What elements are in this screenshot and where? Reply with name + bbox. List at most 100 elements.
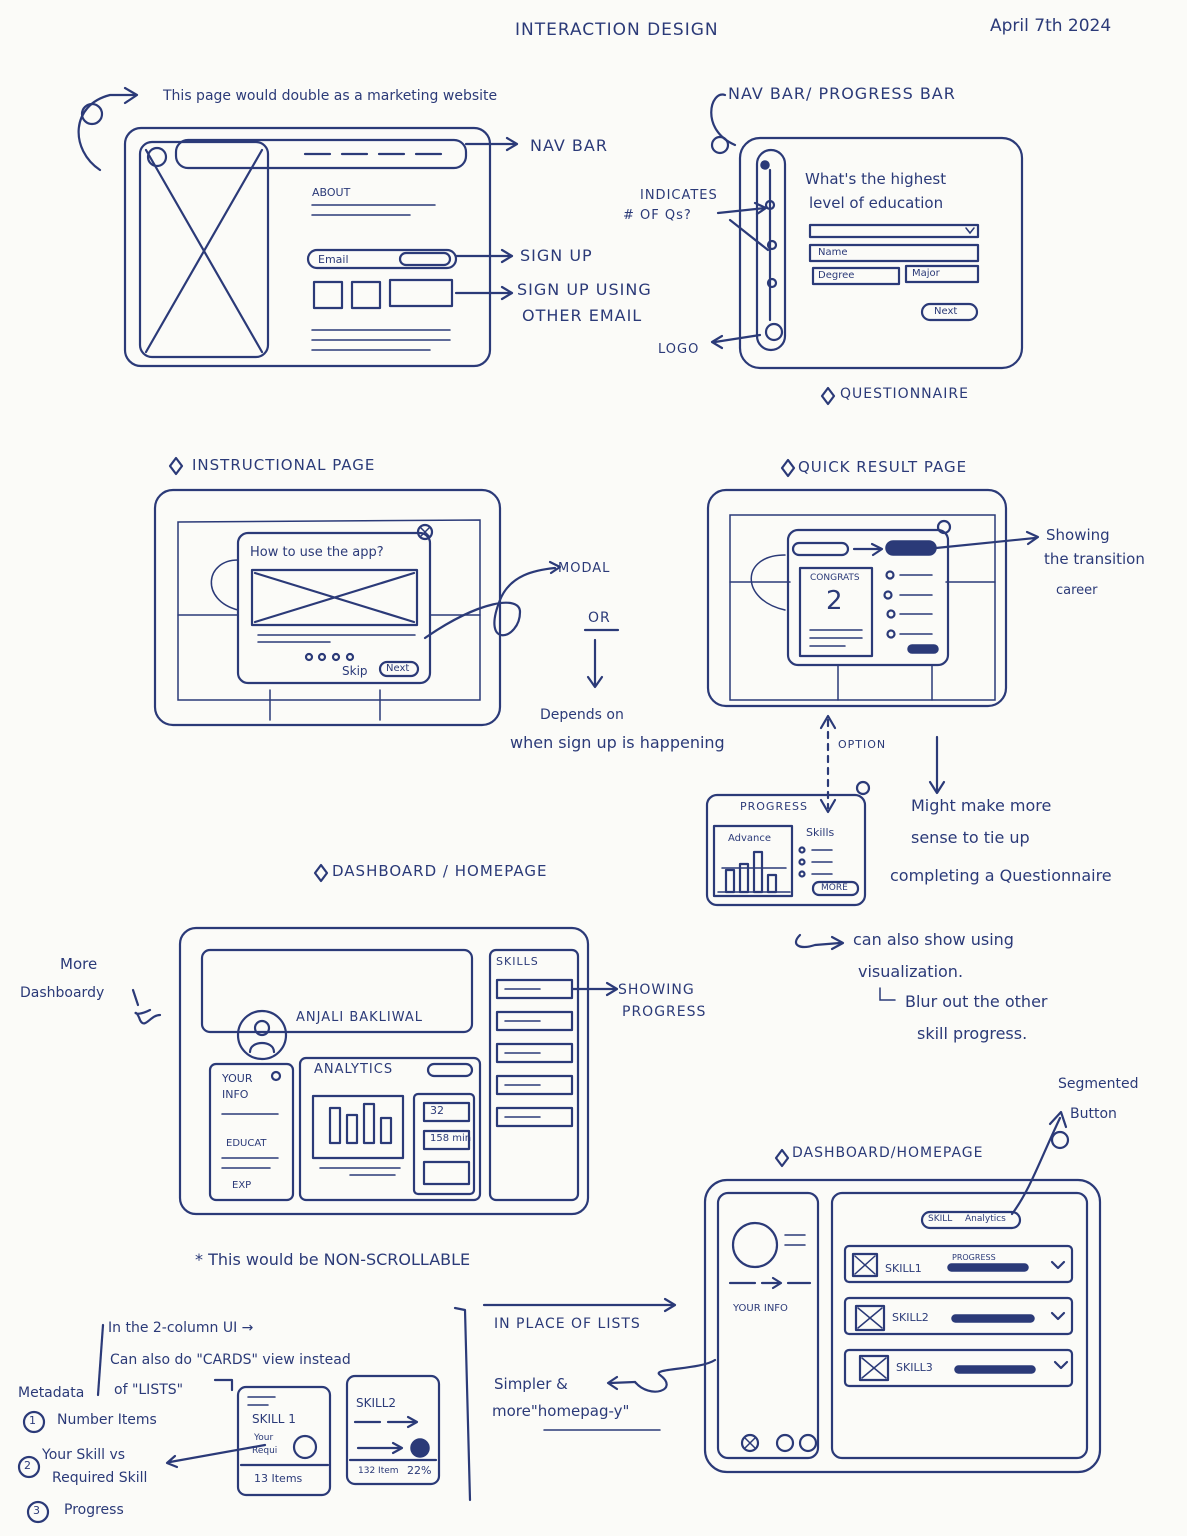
questionnaire-annotations [710,93,836,406]
modal-title: How to use the app? [250,545,384,560]
viz-line1: can also show using [853,930,1014,949]
non-scrollable-note: * This would be NON-SCROLLABLE [195,1250,471,1269]
card2-pct: 22% [407,1464,432,1477]
dashboard2-wireframe [482,1110,1102,1474]
might-line2: sense to tie up [911,828,1030,847]
viz-line2: visualization. [858,962,964,981]
major-field-label: Major [912,268,940,279]
skill1-label: SKILL1 [885,1262,922,1275]
questionnaire-label: QUESTIONNAIRE [840,386,969,402]
showing-line2: the transition [1044,550,1145,568]
simpler-line1: Simpler & [494,1375,568,1393]
marketing-wireframe [123,126,492,368]
nav-bar-label: NAV BAR [530,136,608,155]
dashboard1-wireframe [131,863,619,1216]
skill2-label: SKILL2 [892,1311,929,1324]
showing-line3: career [1056,583,1098,598]
instructional-wireframe [153,488,502,727]
advance-label: Advance [728,833,772,844]
metadata-item-2a: Your Skill vs [42,1447,126,1463]
modal-next-label: Next [386,663,410,674]
might-line1: Might make more [911,796,1052,815]
showing-line1: Showing [1046,526,1110,544]
skills-label: Skills [806,826,835,839]
about-label: ABOUT [312,186,351,199]
question-line2: level of education [809,194,944,212]
metadata-item-1: Number Items [57,1412,157,1428]
indicates-line1: INDICATES [640,188,718,203]
metadata-num-1: 1 [29,1414,36,1427]
your-info-line1: YOUR [222,1072,253,1085]
might-line3: completing a Questionnaire [890,866,1112,885]
sign-up-other-line2: OTHER EMAIL [522,306,643,325]
modal-label: MODAL [558,561,611,576]
seg-analytics-label: Analytics [965,1214,1006,1224]
questionnaire-wireframe [738,136,1024,370]
next-button-label: Next [934,306,958,317]
nav-progress-title: NAV BAR/ PROGRESS BAR [728,84,956,103]
dashboard2-label: DASHBOARD/HOMEPAGE [792,1145,984,1161]
cards-wireframe [17,1306,472,1524]
card1-title: SKILL 1 [252,1412,296,1426]
dashboard1-label: DASHBOARD / HOMEPAGE [332,862,548,880]
metadata-item-3: Progress [64,1502,124,1518]
segmented-line1: Segmented [1058,1076,1139,1092]
educat-label: EDUCAT [226,1138,267,1149]
seg-skill-label: SKILL [928,1214,953,1224]
skills-panel-title: SKILLS [496,955,539,968]
question-line1: What's the highest [805,170,947,188]
logo-label: LOGO [658,342,700,357]
progress-label: PROGRESS [952,1253,996,1262]
cards-note-line3: of "LISTS" [114,1382,184,1398]
metadata-num-2: 2 [24,1459,31,1472]
showing-progress-line1: SHOWING [618,982,695,998]
name-field-label: Name [818,247,848,258]
instructional-annotations [168,456,620,689]
skip-label: Skip [342,664,368,678]
analytics-title: ANALYTICS [314,1062,394,1077]
sign-up-label: SIGN UP [520,246,593,265]
degree-field-label: Degree [818,270,855,281]
card1-your: Your [254,1433,274,1443]
page-title: INTERACTION DESIGN [515,20,719,40]
profile-name: ANJALI BAKLIWAL [296,1010,424,1025]
more-dashboardy-line1: More [60,955,98,973]
option-label: OPTION [838,738,887,751]
instructional-label: INSTRUCTIONAL PAGE [192,456,376,474]
exp-label: EXP [232,1180,252,1191]
card1-req: Requi [252,1446,278,1456]
card2-items: 132 Item [358,1466,399,1476]
metadata-label: Metadata [18,1385,85,1401]
marketing-note: This page would double as a marketing we… [163,88,498,104]
viz-line4: skill progress. [917,1024,1028,1043]
marketing-annotations [77,86,519,301]
in-place-of-lists: IN PLACE OF LISTS [494,1316,641,1332]
congrats-label: CONGRATS [810,573,860,583]
metadata-item-2b: Required Skill [52,1470,148,1486]
your-info-label: YOUR INFO [733,1303,788,1314]
progress-modal-wireframe [705,780,896,1001]
depends-line2: when sign up is happening [510,733,725,752]
segmented-line2: Button [1070,1106,1117,1122]
sign-up-other-line1: SIGN UP USING [517,280,652,299]
depends-line1: Depends on [540,707,624,723]
cards-note-line1: In the 2-column UI → [108,1320,254,1336]
card1-items: 13 Items [254,1472,303,1485]
skill3-label: SKILL3 [896,1361,933,1374]
page-date: April 7th 2024 [990,16,1112,36]
stat-158-min: 158 min [430,1133,472,1144]
quick-result-label: QUICK RESULT PAGE [798,458,968,476]
more-dashboardy-line2: Dashboardy [20,985,105,1001]
congrats-number: 2 [826,586,843,616]
email-field-label: Email [318,253,349,266]
or-label: OR [588,610,611,626]
quick-result-wireframe [706,488,1008,708]
viz-line3: Blur out the other [905,992,1048,1011]
showing-progress-line2: PROGRESS [622,1004,707,1020]
cards-note-line2: Can also do "CARDS" view instead [110,1352,351,1368]
your-info-line2: INFO [222,1088,249,1101]
progress-modal-title: PROGRESS [740,800,809,813]
more-button-label: MORE [821,883,848,893]
quick-result-annotations [780,458,1040,814]
